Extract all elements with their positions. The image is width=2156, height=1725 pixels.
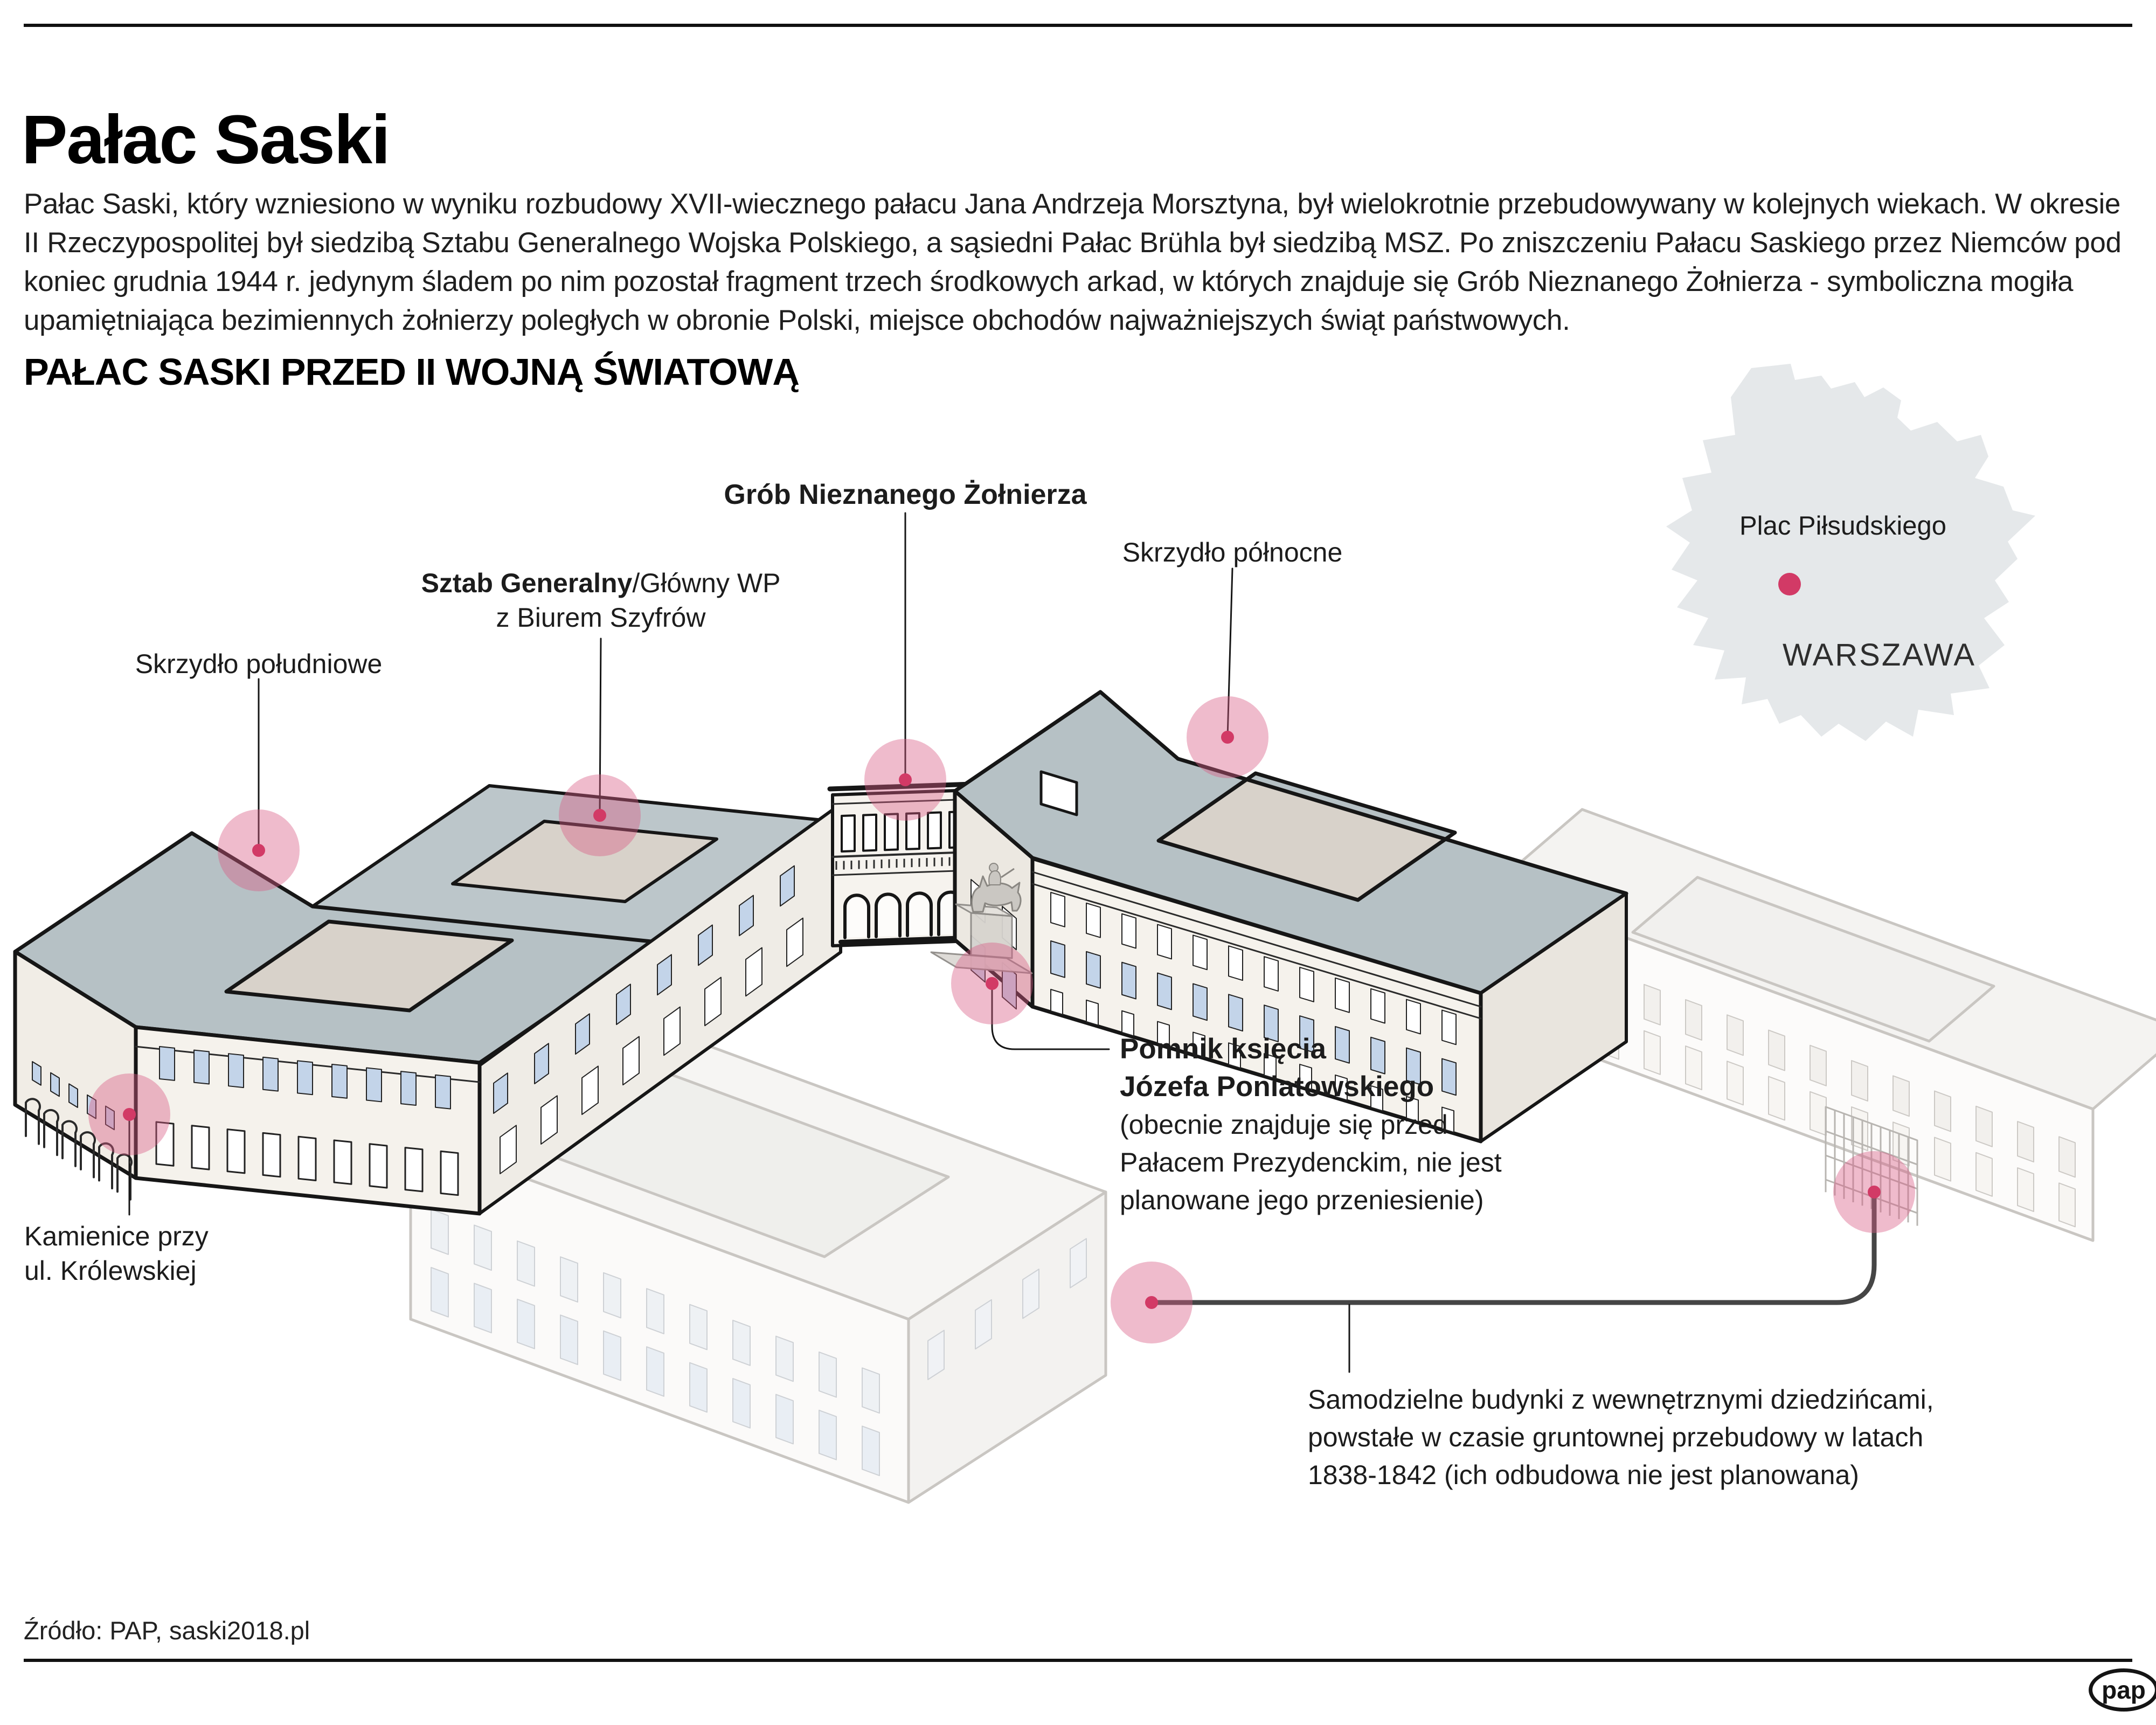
label-tomb-text: Grób Nieznanego Żołnierza — [724, 479, 1087, 510]
label-independent-line1: Samodzielne budynki z wewnętrznymi dzied… — [1308, 1384, 1934, 1415]
marker-tenements — [88, 1073, 170, 1155]
poniatowski-monument — [930, 863, 1033, 974]
palace-illustration — [13, 512, 2156, 1504]
warsaw-map-shape — [1666, 364, 2035, 741]
marker-independent-a — [1111, 1262, 1193, 1343]
label-monument-bold2: Józefa Poniatowskiego — [1120, 1071, 1434, 1103]
intro-paragraph: Pałac Saski, który wzniesiono w wyniku r… — [24, 188, 2122, 336]
label-general-staff-line1: Sztab Generalny/Główny WP — [421, 566, 781, 600]
leader-lines — [128, 512, 1877, 1373]
label-tenements-line1: Kamienice przy — [24, 1221, 209, 1251]
label-tenements: Kamienice przy ul. Królewskiej — [24, 1219, 209, 1288]
marker-south-wing — [218, 809, 300, 891]
label-south-wing-text: Skrzydło południowe — [135, 649, 383, 679]
label-general-staff-bold: Sztab Generalny — [421, 568, 633, 598]
label-independent-line3: 1838-1842 (ich odbudowa nie jest planowa… — [1308, 1460, 1859, 1490]
label-monument-line5: planowane jego przeniesienie) — [1120, 1185, 1484, 1215]
label-tomb: Grób Nieznanego Żołnierza — [724, 477, 1086, 512]
top-rule — [24, 24, 2132, 27]
label-tenements-line2: ul. Królewskiej — [24, 1256, 197, 1286]
markers — [88, 696, 1915, 1343]
map-city-label: WARSZAWA — [1783, 638, 1977, 673]
label-independent-buildings: Samodzielne budynki z wewnętrznymi dzied… — [1308, 1381, 1934, 1494]
label-general-staff-line2: z Biurem Szyfrów — [496, 602, 706, 633]
label-monument: Pomnik księcia Józefa Poniatowskiego (ob… — [1120, 1030, 1502, 1219]
marker-general-staff — [559, 774, 641, 856]
label-north-wing-text: Skrzydło północne — [1122, 537, 1343, 567]
saxon-palace-south-wing — [13, 784, 842, 1216]
marker-north-wing — [1187, 696, 1268, 778]
marker-tomb — [864, 739, 946, 821]
marker-independent-b — [1833, 1151, 1915, 1233]
warsaw-locator-map — [1666, 364, 2035, 741]
map-place-label: Plac Piłsudskiego — [1739, 511, 1947, 541]
pap-logo: pap — [2089, 1668, 2156, 1712]
page-title: Pałac Saski — [22, 101, 391, 178]
label-south-wing: Skrzydło południowe — [135, 647, 383, 681]
section-heading: PAŁAC SASKI PRZED II WOJNĄ ŚWIATOWĄ — [24, 351, 800, 393]
label-monument-bold1: Pomnik księcia — [1120, 1033, 1326, 1065]
pap-logo-text: pap — [2102, 1676, 2146, 1704]
map-location-dot — [1778, 573, 1801, 595]
label-monument-line3: (obecnie znajduje się przed — [1120, 1110, 1448, 1140]
label-monument-line4: Pałacem Prezydenckim, nie jest — [1120, 1147, 1502, 1177]
source-note: Źródło: PAP, saski2018.pl — [24, 1616, 310, 1645]
label-north-wing: Skrzydło północne — [1122, 535, 1343, 570]
marker-monument — [951, 943, 1033, 1024]
label-independent-line2: powstałe w czasie gruntownej przebudowy … — [1308, 1422, 1924, 1452]
label-general-staff-rest: /Główny WP — [632, 568, 781, 598]
bottom-rule — [24, 1659, 2132, 1662]
saxon-palace-north-wing — [953, 690, 1628, 1144]
label-general-staff: Sztab Generalny/Główny WP z Biurem Szyfr… — [421, 566, 781, 635]
